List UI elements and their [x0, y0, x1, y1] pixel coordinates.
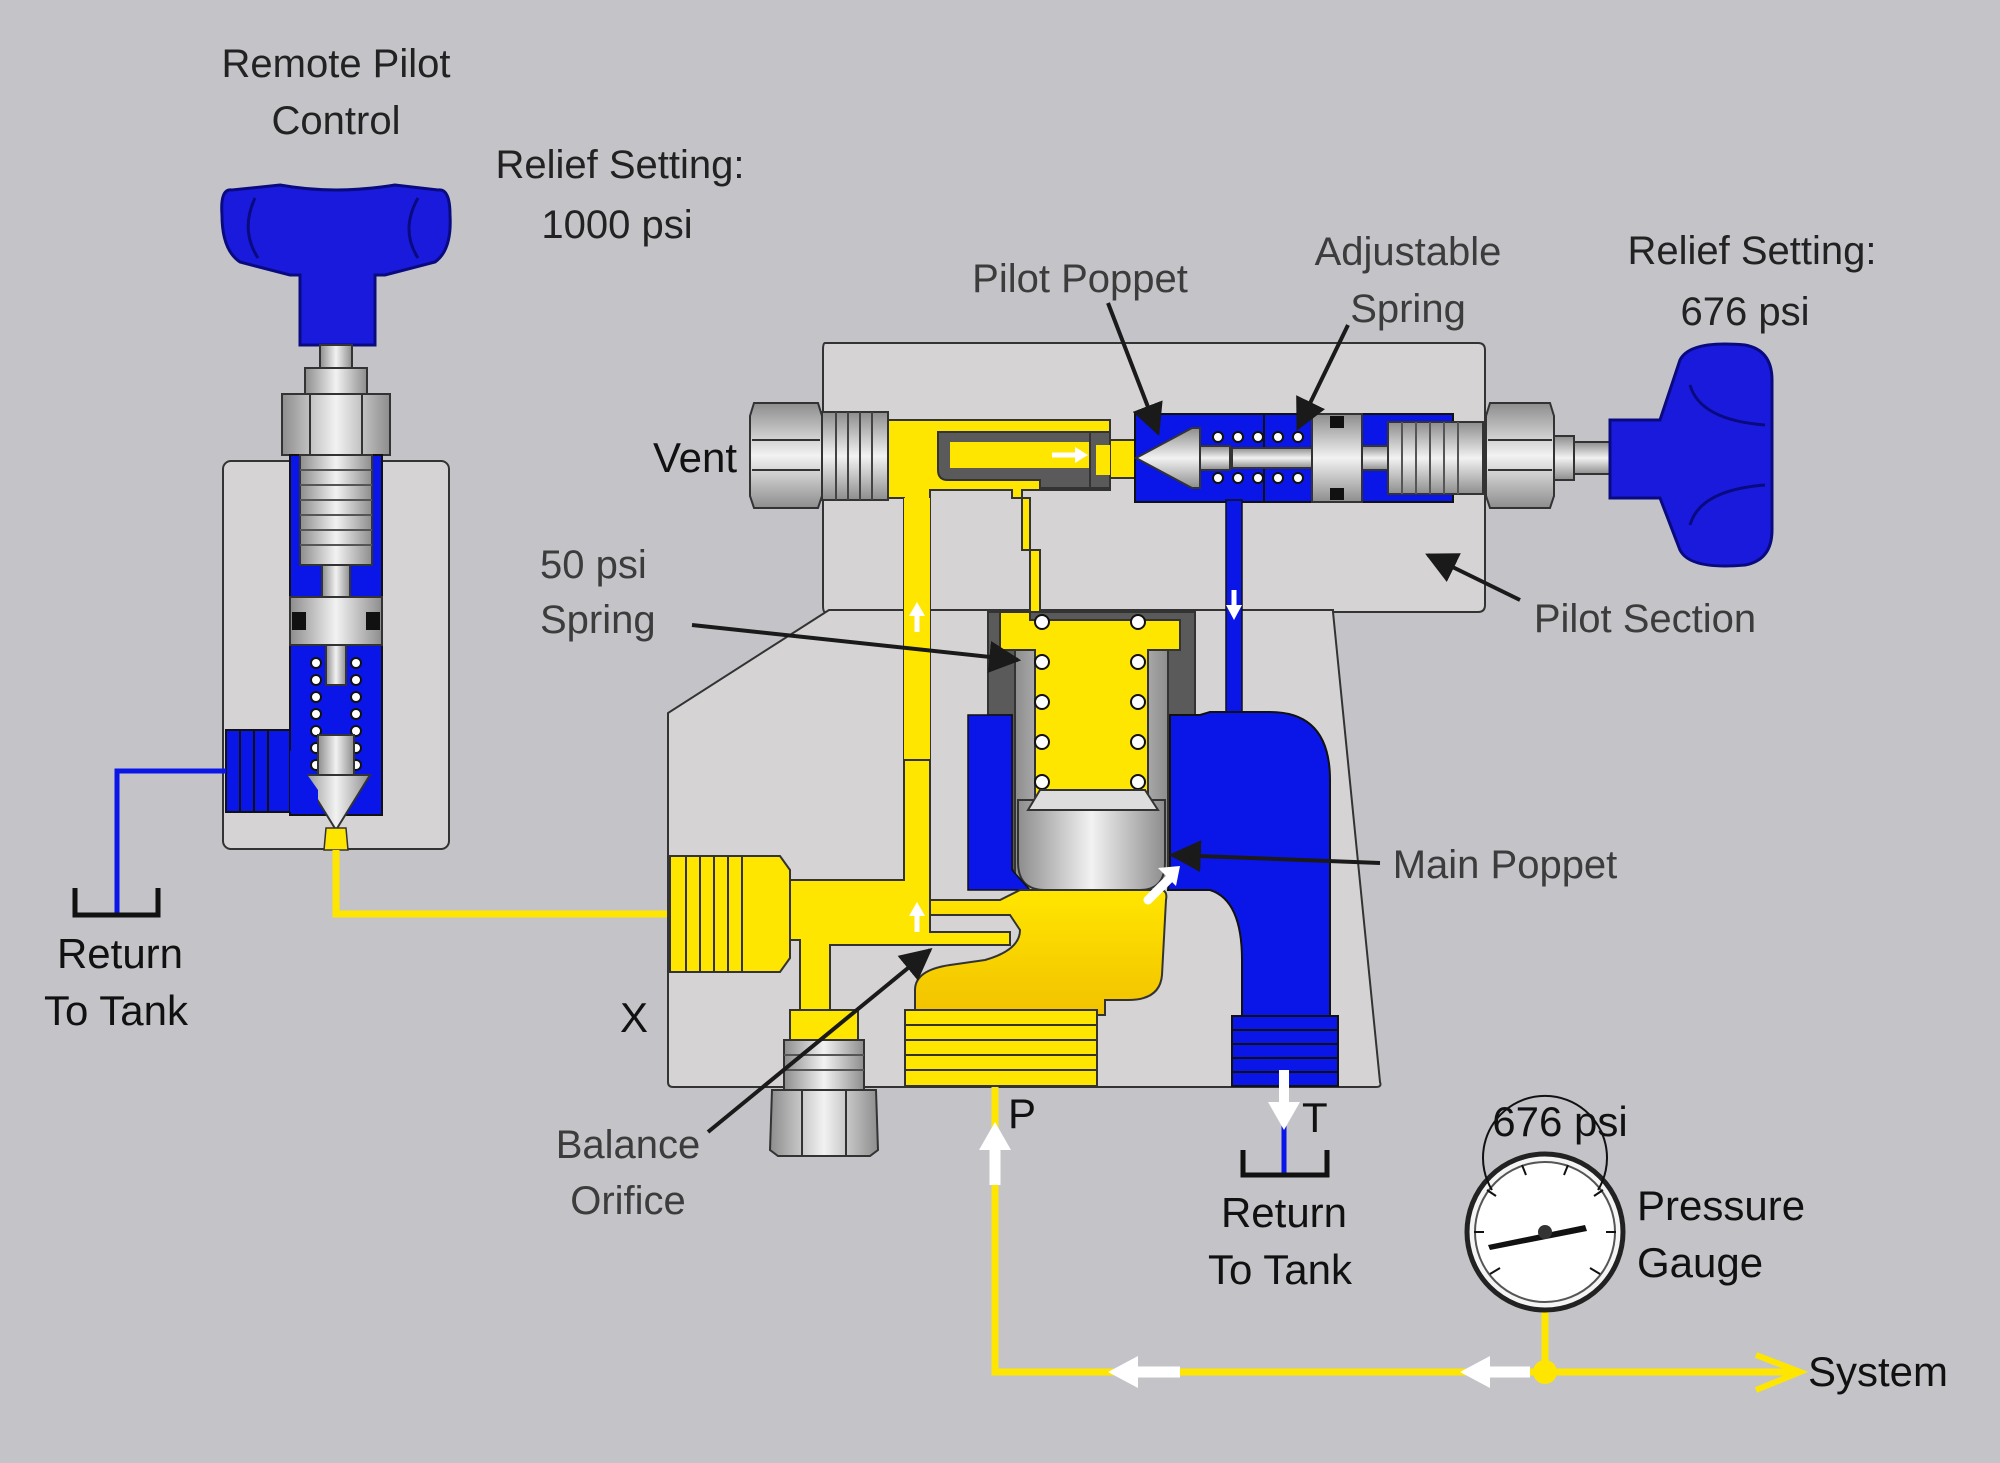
system-label: System: [1808, 1348, 1948, 1395]
return-left-label-1: Return: [57, 930, 183, 977]
vent-label: Vent: [653, 434, 737, 481]
remote-pilot-control: [72, 183, 452, 918]
balance-orifice-plug: [768, 1009, 880, 1157]
remote-pilot-label-1: Remote Pilot: [222, 42, 451, 86]
remote-tank-fitting: [225, 729, 318, 813]
adjustable-spring-label-1: Adjustable: [1315, 230, 1502, 274]
t-outlet-line: [1240, 1070, 1330, 1178]
relief-main-label-1: Relief Setting:: [1627, 229, 1876, 273]
vent-plug: [749, 402, 889, 509]
port-p-label: P: [1008, 1090, 1036, 1137]
return-right-label-1: Return: [1221, 1189, 1347, 1236]
spring-50-label-2: Spring: [540, 598, 656, 642]
leader-arrows: [691, 302, 1521, 1134]
remote-pilot-label-2: Control: [272, 99, 401, 143]
main-poppet-label: Main Poppet: [1393, 843, 1618, 887]
balance-orifice-label-2: Orifice: [570, 1179, 686, 1223]
gauge-icon: [1464, 1094, 1626, 1313]
relief-remote-label-1: Relief Setting:: [495, 143, 744, 187]
adjustable-spring-label-2: Spring: [1350, 287, 1466, 331]
remote-knob-icon[interactable]: [220, 183, 452, 347]
main-valve-body: [667, 342, 1774, 1157]
tank-symbol-icon: [72, 888, 161, 918]
x-port-fitting: [669, 759, 1011, 1011]
pilot-poppet-label: Pilot Poppet: [972, 257, 1188, 301]
return-left-label-2: To Tank: [44, 987, 189, 1034]
remote-pilot-line: [332, 850, 670, 918]
port-t-label: T: [1302, 1094, 1328, 1141]
spring-50-label-1: 50 psi: [540, 543, 647, 587]
system-supply-line: [979, 1087, 1809, 1393]
return-right-label-2: To Tank: [1208, 1246, 1353, 1293]
pressure-gauge-label-2: Gauge: [1637, 1239, 1763, 1286]
pilot-section-label: Pilot Section: [1534, 597, 1756, 641]
gauge-value-label: 676 psi: [1492, 1098, 1627, 1145]
main-knob-icon[interactable]: [1608, 342, 1774, 568]
p-port-threads: [904, 1009, 1098, 1087]
balance-orifice-label-1: Balance: [556, 1123, 701, 1167]
port-x-label: X: [620, 994, 648, 1041]
pressure-gauge-label-1: Pressure: [1637, 1182, 1805, 1229]
relief-remote-label-2: 1000 psi: [541, 203, 692, 247]
relief-main-label-2: 676 psi: [1681, 290, 1810, 334]
